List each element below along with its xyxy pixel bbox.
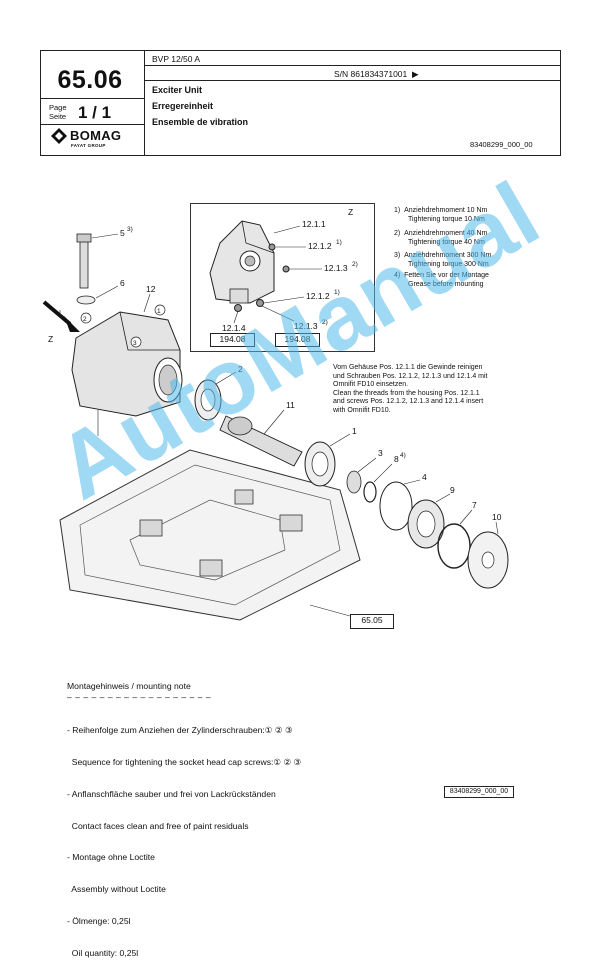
ref-box-65-05[interactable]: 65.05	[350, 614, 394, 629]
callout-6: 6	[120, 278, 125, 288]
mounting-line: - Anflanschfläche sauber und frei von La…	[67, 788, 276, 799]
title-de: Erregereinheit	[152, 101, 214, 111]
torque-note-3: 3) Anziehdrehmoment 300 Nm Tightening to…	[394, 252, 492, 268]
callout-2: 2	[238, 364, 243, 374]
mounting-line: Oil quantity: 0,25l	[67, 947, 139, 958]
callout-12-1-4: 12.1.4	[222, 323, 246, 333]
callout-9: 9	[450, 485, 455, 495]
housing-note: Vom Gehäuse Pos. 12.1.1 die Gewinde rein…	[333, 364, 488, 414]
detail-view-frame	[190, 203, 375, 352]
callout-1: 1	[352, 426, 357, 436]
mounting-note-heading: Montagehinweis / mounting note	[67, 681, 191, 691]
callout-note-1-b: 1)	[334, 289, 340, 296]
mounting-note-divider: – – – – – – – – – – – – – – – – – –	[67, 692, 212, 702]
torque-note-4: 4) Fetten Sie vor der Montage Grease bef…	[394, 272, 489, 288]
callout-4: 4	[422, 472, 427, 482]
tightening-mark-2: 2	[83, 316, 87, 323]
detail-view-drawing: Z 12.1.1 12.1.2 1) 12.1.3 2) 12.1.2 1) 1…	[209, 207, 358, 333]
mounting-line: Contact faces clean and free of paint re…	[67, 820, 249, 831]
mounting-line: - Reihenfolge zum Anziehen der Zylinders…	[67, 725, 293, 736]
bomag-logo-icon	[51, 128, 67, 144]
torque-note-1: 1) Anziehdrehmoment 10 Nm Tightening tor…	[394, 207, 488, 223]
tightening-mark-3: 3	[133, 340, 137, 347]
detail-ref-box-1[interactable]: 194.08	[210, 333, 255, 347]
callout-z: Z	[48, 334, 53, 344]
mounting-line: - Montage ohne Loctite	[67, 852, 155, 863]
callout-note-2-b: 2)	[322, 319, 328, 326]
document-code: 83408299_000_00	[470, 140, 533, 149]
callout-10: 10	[492, 512, 502, 522]
callout-5-note: 3)	[127, 226, 133, 233]
callout-5: 5	[120, 228, 125, 238]
seite-label: Seite	[49, 112, 67, 121]
mounting-line: Sequence for tightening the socket head …	[67, 756, 302, 767]
callout-12-1-2-b: 12.1.2	[306, 291, 330, 301]
callout-3: 3	[378, 448, 383, 458]
callout-7: 7	[472, 500, 477, 510]
callout-12-1-3-a: 12.1.3	[324, 263, 348, 273]
mounting-line: - Ölmenge: 0,25l	[67, 915, 131, 926]
callout-note-2-a: 2)	[352, 261, 358, 268]
title-fr: Ensemble de vibration	[152, 117, 249, 127]
serial-arrow-icon: ▶	[412, 69, 419, 79]
mounting-line: Assembly without Loctite	[67, 884, 166, 895]
page-value: 1 / 1	[78, 103, 112, 122]
callout-12-1-2-a: 12.1.2	[308, 241, 332, 251]
mounting-note-list: - Reihenfolge zum Anziehen der Zylinders…	[67, 704, 301, 969]
detail-ref-box-2[interactable]: 194.08	[275, 333, 320, 347]
brand-name: BOMAG	[70, 128, 122, 143]
callout-8-note: 4)	[400, 452, 406, 459]
tightening-mark-1: 1	[157, 308, 161, 315]
callout-12: 12	[146, 284, 156, 294]
model-name: BVP 12/50 A	[152, 54, 201, 64]
callout-note-1-a: 1)	[336, 239, 342, 246]
exploded-view-drawing: 5 3) 6 12 2 11 1 3 8 4) 4 9 7 10 Z 1 2 3	[42, 226, 509, 621]
page-label: Page	[49, 103, 67, 112]
page-number: 65.06	[57, 66, 123, 94]
title-en: Exciter Unit	[152, 85, 203, 95]
callout-12-1-1: 12.1.1	[302, 219, 326, 229]
serial-number: S/N 861834371001 ▶	[334, 69, 419, 79]
detail-view-label: Z	[348, 207, 353, 217]
footer-code: 83408299_000_00	[444, 786, 514, 798]
callout-8: 8	[394, 454, 399, 464]
brand-subtitle: FAYAT GROUP	[71, 143, 106, 148]
torque-note-2: 2) Anziehdrehmoment 40 Nm Tightening tor…	[394, 230, 488, 246]
callout-12-1-3-b: 12.1.3	[294, 321, 318, 331]
callout-11: 11	[286, 400, 295, 410]
